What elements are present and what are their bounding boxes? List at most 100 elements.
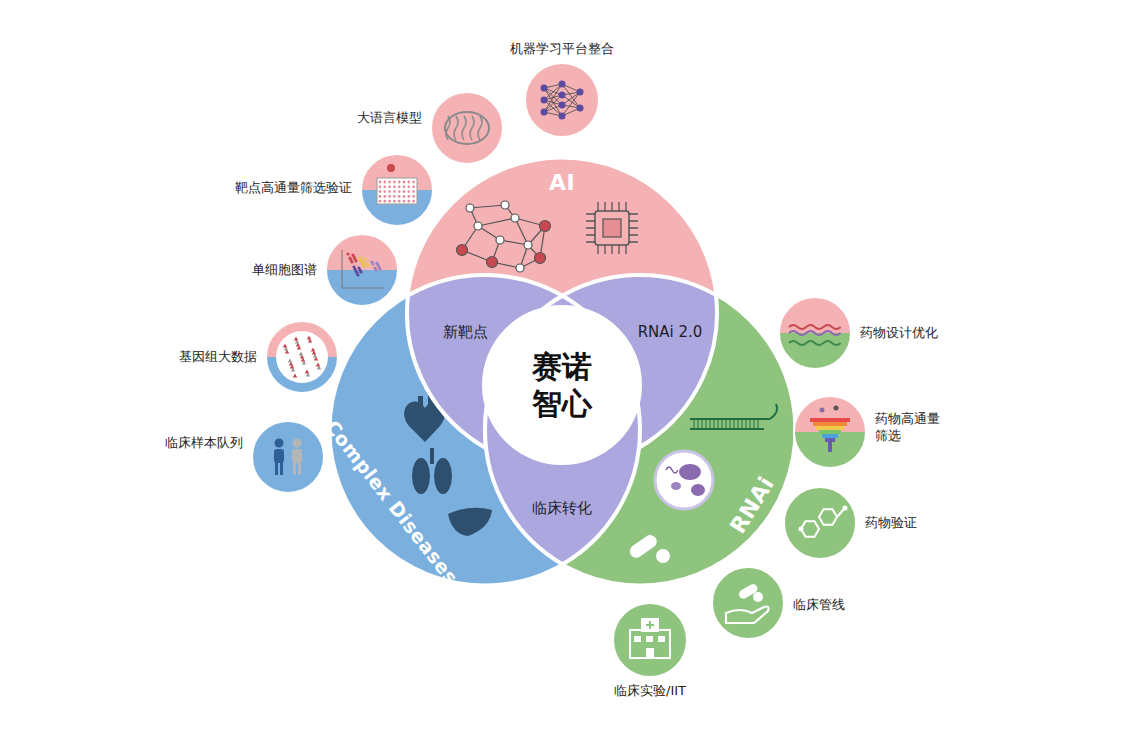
label-holder: 基因组大数据 — [179, 349, 257, 366]
base-pair — [734, 420, 735, 428]
person-leg — [275, 462, 278, 475]
base-pair — [706, 420, 707, 428]
well — [379, 190, 382, 193]
satellite-label: 基因组大数据 — [179, 349, 257, 366]
network-node — [487, 257, 498, 268]
satellite-circle: 临床实验/IIT — [613, 603, 687, 677]
variant-mark — [307, 336, 311, 340]
net-node — [577, 89, 584, 96]
well — [388, 181, 391, 184]
satellite-circle: 大语言模型 — [431, 92, 503, 164]
satellite-icon — [541, 81, 584, 120]
network-node — [511, 214, 519, 222]
rna-strand — [690, 418, 770, 420]
helix-strand — [789, 325, 841, 329]
person-leg — [298, 462, 301, 475]
shape-outline — [779, 297, 851, 369]
satellite-group — [784, 487, 856, 559]
pill-icon — [627, 532, 659, 560]
rna-squiggle — [666, 467, 678, 473]
brain-fold — [446, 116, 450, 140]
network-link — [470, 205, 505, 208]
well — [403, 200, 406, 203]
satellite-ring — [712, 567, 784, 639]
cell-disc — [655, 451, 713, 509]
well — [383, 181, 386, 184]
variant-mark — [293, 374, 297, 378]
satellite-half — [252, 457, 324, 493]
well — [412, 190, 415, 193]
brain-fold — [462, 116, 466, 140]
satellite-icon — [342, 250, 384, 288]
cell-dot — [346, 252, 349, 255]
person-leg — [293, 462, 296, 475]
cross-sign — [646, 621, 654, 629]
satellite-ring — [779, 297, 851, 369]
well — [412, 185, 415, 188]
funnel-spout — [828, 442, 832, 452]
satellite-circle: 单细胞图谱 — [326, 234, 398, 306]
window — [634, 636, 641, 642]
well — [383, 200, 386, 203]
well — [403, 181, 406, 184]
bond — [837, 509, 844, 517]
well — [398, 181, 401, 184]
funnel-band — [819, 430, 841, 434]
well — [407, 185, 410, 188]
atom — [799, 527, 804, 532]
well — [383, 190, 386, 193]
satellite-half — [326, 234, 398, 270]
well — [379, 195, 382, 198]
base-pair — [754, 420, 755, 428]
ring-bond — [801, 521, 819, 537]
satellite-group — [613, 603, 687, 677]
brain-fold — [454, 116, 458, 140]
label-holder: 大语言模型 — [357, 110, 422, 127]
pill-icon — [753, 592, 763, 602]
liver-icon — [448, 508, 492, 536]
base-pair — [730, 420, 731, 428]
shape-outline — [613, 603, 687, 677]
helix-strand — [789, 341, 841, 345]
variant-mark — [299, 352, 303, 356]
satellite-label: 单细胞图谱 — [252, 262, 317, 279]
satellite-group — [794, 396, 866, 468]
atom — [843, 506, 848, 511]
funnel-band — [816, 426, 844, 430]
well — [388, 190, 391, 193]
heart-icon — [404, 401, 445, 442]
overlap-shape — [407, 275, 640, 468]
satellite-circle: 临床样本队列 — [252, 421, 324, 493]
net-node — [541, 97, 548, 104]
axis — [342, 288, 384, 289]
satellite-label: 大语言模型 — [357, 110, 422, 127]
satellite-half — [525, 63, 599, 100]
satellite-circle: 机器学习平台整合 — [525, 63, 599, 137]
well — [403, 195, 406, 198]
person-leg — [280, 462, 283, 475]
venn-circle — [485, 275, 795, 585]
chip-body — [595, 211, 629, 245]
well — [388, 195, 391, 198]
well — [407, 195, 410, 198]
protein-blob — [679, 464, 701, 480]
well-plate — [377, 178, 417, 204]
satellite-group — [779, 297, 851, 369]
satellite-circle: 临床管线 — [712, 567, 784, 639]
hand-icon — [726, 607, 769, 624]
satellite-label: 临床管线 — [793, 597, 845, 614]
network-node — [457, 245, 468, 256]
satellite-half — [712, 603, 784, 639]
satellite-circle: 基因组大数据 — [266, 321, 338, 393]
satellite-ring — [266, 321, 338, 393]
well — [398, 200, 401, 203]
well — [398, 195, 401, 198]
well — [383, 185, 386, 188]
network-node — [501, 201, 509, 209]
base-pair — [746, 420, 747, 428]
satellite-icon — [274, 439, 302, 476]
overlap-shape — [485, 296, 640, 564]
satellite-group — [252, 421, 324, 493]
rna-strand — [770, 404, 777, 419]
